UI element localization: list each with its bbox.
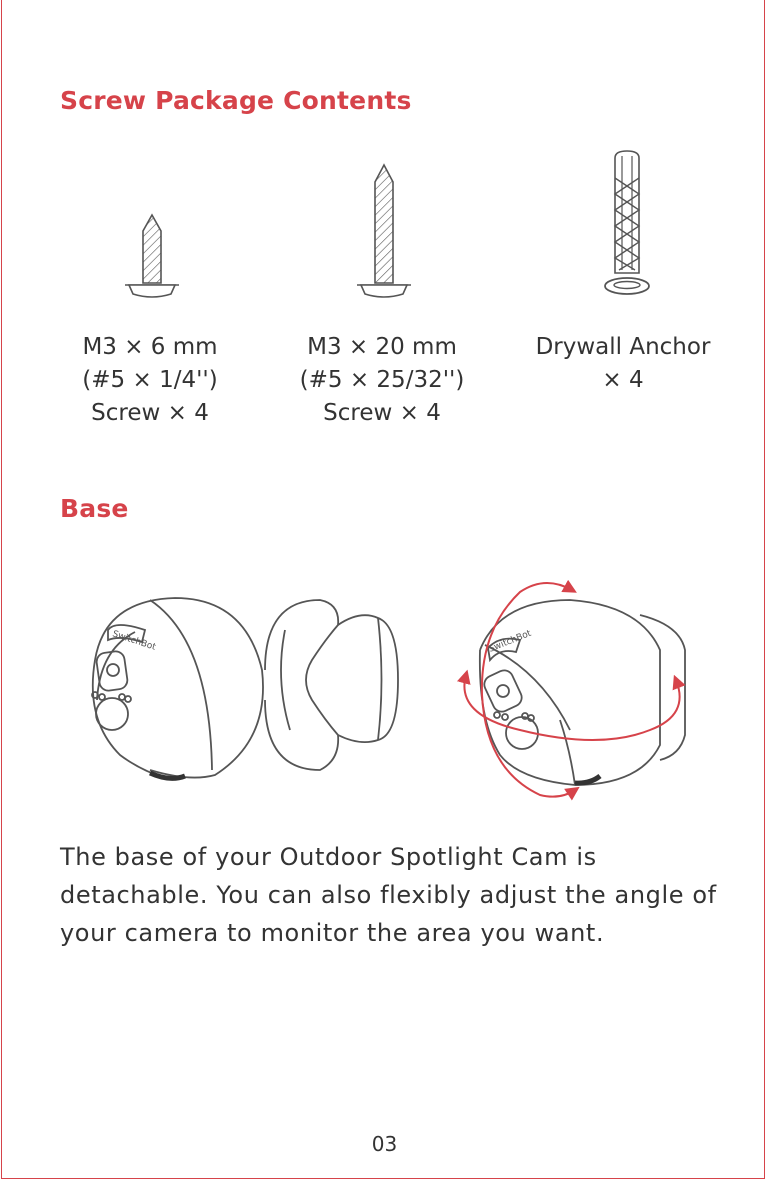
detached-base-drawing [265,600,398,770]
item-caption-long-screw: M3 × 20 mm (#5 × 25/32'') Screw × 4 [272,331,492,430]
caption-line: Screw × 4 [40,397,260,430]
long-screw-illustration [345,160,420,305]
caption-line: (#5 × 25/32'') [272,364,492,397]
caption-line: Screw × 4 [272,397,492,430]
section-heading-base: Base [60,494,129,523]
mounted-camera-drawing: SwitchBot [480,600,685,785]
page-number: 03 [0,1132,769,1156]
item-caption-drywall-anchor: Drywall Anchor × 4 [513,331,733,397]
caption-line: Drywall Anchor [513,331,733,364]
item-caption-short-screw: M3 × 6 mm (#5 × 1/4'') Screw × 4 [40,331,260,430]
camera-base-illustration: SwitchBot SwitchBot [0,570,769,810]
caption-line: M3 × 6 mm [40,331,260,364]
caption-line: (#5 × 1/4'') [40,364,260,397]
caption-line: M3 × 20 mm [272,331,492,364]
short-screw-illustration [115,205,190,305]
caption-line: × 4 [513,364,733,397]
section-heading-screw-package: Screw Package Contents [60,86,412,115]
base-description: The base of your Outdoor Spotlight Cam i… [60,838,740,952]
detached-camera-drawing: SwitchBot [92,598,263,778]
drywall-anchor-illustration [595,148,660,303]
